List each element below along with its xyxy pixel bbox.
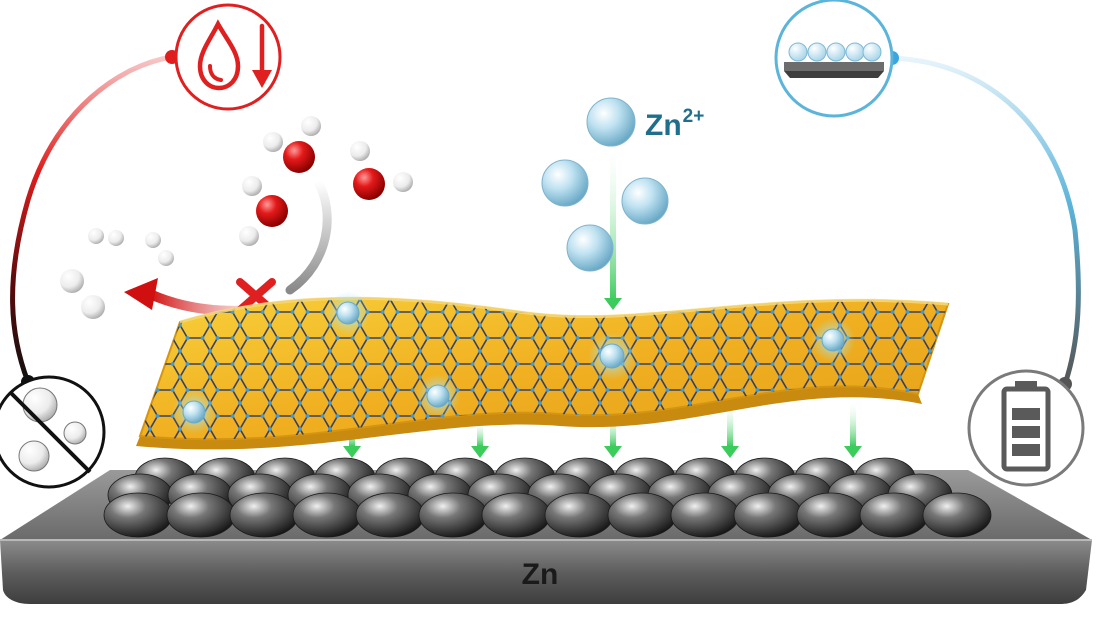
flux-arrow — [471, 420, 489, 458]
zinc-deposit-dome — [859, 492, 929, 538]
water-molecule — [239, 176, 288, 246]
zinc-deposit-dome — [229, 492, 299, 538]
zinc-deposit-dome — [481, 492, 551, 538]
zinc-ion-adsorbed — [172, 390, 216, 434]
zinc-ion — [566, 224, 614, 272]
zinc-deposit-dome — [166, 492, 236, 538]
hydrogen-molecule — [88, 228, 124, 246]
no-gas-bubbles-icon — [0, 375, 106, 489]
flux-arrow — [721, 402, 739, 458]
hydrogen-molecule — [60, 269, 105, 319]
water-molecule — [350, 141, 413, 200]
zinc-deposit-dome — [355, 492, 425, 538]
water-drop-down-arrow-icon — [174, 3, 282, 111]
left-connector-arc — [10, 50, 179, 389]
reaction-curve — [285, 177, 332, 295]
zinc-deposit-dome — [103, 492, 173, 538]
zinc-deposit-dome — [733, 492, 803, 538]
battery-icon — [967, 369, 1085, 487]
zinc-deposit-dome — [292, 492, 362, 538]
zinc-ion — [621, 177, 669, 225]
zinc-deposit-dome — [796, 492, 866, 538]
flux-arrow — [844, 400, 862, 458]
zinc-ion-adsorbed — [416, 374, 460, 418]
water-molecule — [263, 116, 321, 173]
uniform-deposition-icon — [774, 0, 894, 118]
ion-charge: 2+ — [682, 106, 705, 127]
zinc-ion — [541, 159, 589, 207]
hydrogen-molecule — [145, 232, 174, 266]
protective-film — [136, 296, 950, 450]
zinc-ion-adsorbed — [588, 332, 636, 380]
zinc-deposit-dome — [922, 492, 992, 538]
substrate-label: Zn — [521, 558, 559, 591]
zinc-deposit-dome — [670, 492, 740, 538]
flux-arrow — [604, 412, 622, 458]
zinc-deposit-dome — [418, 492, 488, 538]
ion-flux-beam — [604, 140, 622, 310]
zinc-deposit-layer — [103, 457, 992, 538]
ion-symbol: Zn — [645, 109, 682, 142]
ion-label: Zn2+ — [645, 106, 704, 143]
zinc-deposit-dome — [607, 492, 677, 538]
zinc-deposit-dome — [544, 492, 614, 538]
zinc-ion-adsorbed — [326, 291, 370, 335]
zinc-ion — [586, 97, 636, 147]
zinc-ion-adsorbed — [811, 318, 855, 362]
